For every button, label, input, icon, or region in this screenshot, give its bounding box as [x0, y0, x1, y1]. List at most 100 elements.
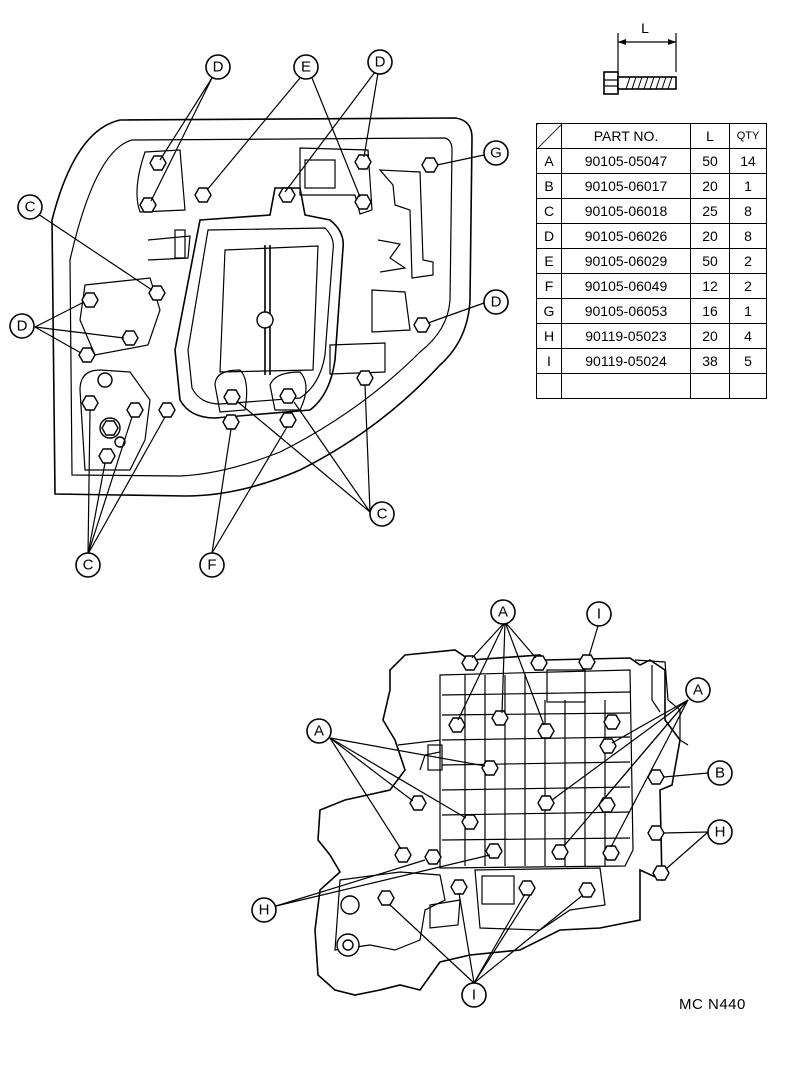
callout-bottom-i2: I: [461, 982, 487, 1008]
table-header-row: PART NO. L QTY: [536, 123, 767, 149]
row-part-no: 90105-06017: [561, 173, 691, 199]
row-key: I: [536, 348, 562, 374]
svg-text:G: G: [490, 145, 502, 162]
row-length: 50: [690, 248, 730, 274]
table-row: B 90105-06017 20 1: [536, 173, 767, 199]
svg-text:A: A: [693, 682, 703, 699]
svg-text:A: A: [498, 604, 508, 621]
empty-cell: [690, 373, 730, 399]
table-row: E 90105-06029 50 2: [536, 248, 767, 274]
svg-text:E: E: [301, 59, 311, 76]
row-part-no: 90105-06049: [561, 273, 691, 299]
header-part-no: PART NO.: [561, 123, 691, 149]
svg-text:D: D: [17, 318, 28, 335]
row-key: H: [536, 323, 562, 349]
svg-text:H: H: [259, 902, 270, 919]
svg-text:D: D: [213, 59, 224, 76]
callout-bottom-a3: A: [306, 718, 332, 744]
row-length: 16: [690, 298, 730, 324]
lower-valve-body: [314, 649, 689, 996]
svg-text:H: H: [715, 824, 726, 841]
row-qty: 1: [729, 173, 767, 199]
row-part-no: 90119-05024: [561, 348, 691, 374]
table-row: D 90105-06026 20 8: [536, 223, 767, 249]
table-row-empty: [536, 373, 767, 399]
row-qty: 8: [729, 198, 767, 224]
row-qty: 5: [729, 348, 767, 374]
callout-bottom-h1: H: [707, 819, 733, 845]
svg-text:I: I: [597, 606, 601, 623]
svg-text:F: F: [207, 557, 216, 574]
svg-text:C: C: [25, 199, 36, 216]
row-length: 20: [690, 223, 730, 249]
header-qty: QTY: [729, 123, 767, 149]
callout-bottom-h2: H: [251, 897, 277, 923]
table-row: H 90119-05023 20 4: [536, 323, 767, 349]
row-qty: 2: [729, 248, 767, 274]
row-key: B: [536, 173, 562, 199]
drawing-code: MC N440: [679, 996, 746, 1013]
dimension-label: L: [641, 20, 649, 36]
row-key: A: [536, 148, 562, 174]
parts-table: PART NO. L QTY A 90105-05047 50 14 B 901…: [536, 123, 767, 399]
table-row: I 90119-05024 38 5: [536, 348, 767, 374]
callout-top-f: F: [199, 552, 225, 578]
svg-text:B: B: [715, 765, 725, 782]
svg-text:C: C: [377, 506, 388, 523]
callout-top-d1: D: [205, 54, 231, 80]
callout-top-c1: C: [17, 194, 43, 220]
svg-text:C: C: [83, 557, 94, 574]
table-row: F 90105-06049 12 2: [536, 273, 767, 299]
row-key: G: [536, 298, 562, 324]
svg-text:I: I: [472, 987, 476, 1004]
row-length: 20: [690, 173, 730, 199]
row-qty: 14: [729, 148, 767, 174]
row-key: E: [536, 248, 562, 274]
callout-top-d4: D: [483, 289, 509, 315]
row-key: C: [536, 198, 562, 224]
table-row: A 90105-05047 50 14: [536, 148, 767, 174]
callout-bottom-b: B: [707, 760, 733, 786]
row-length: 25: [690, 198, 730, 224]
row-key: D: [536, 223, 562, 249]
table-row: G 90105-06053 16 1: [536, 298, 767, 324]
svg-text:D: D: [375, 54, 386, 71]
row-length: 50: [690, 148, 730, 174]
callout-top-g: G: [483, 140, 509, 166]
row-part-no: 90105-06026: [561, 223, 691, 249]
upper-valve-body: [51, 117, 473, 497]
callout-bottom-i1: I: [586, 601, 612, 627]
callout-top-e: E: [293, 54, 319, 80]
row-length: 38: [690, 348, 730, 374]
callout-bottom-a2: A: [685, 677, 711, 703]
row-length: 12: [690, 273, 730, 299]
upper-leader-lines: [34, 71, 485, 555]
row-part-no: 90119-05023: [561, 323, 691, 349]
row-key: F: [536, 273, 562, 299]
callout-top-c3: C: [75, 552, 101, 578]
row-part-no: 90105-05047: [561, 148, 691, 174]
row-part-no: 90105-06053: [561, 298, 691, 324]
svg-text:A: A: [314, 723, 324, 740]
header-corner: [536, 123, 562, 149]
row-qty: 1: [729, 298, 767, 324]
empty-cell: [729, 373, 767, 399]
empty-cell: [536, 373, 562, 399]
bolt-dimension-icon: [603, 33, 677, 95]
svg-text:D: D: [491, 294, 502, 311]
row-length: 20: [690, 323, 730, 349]
callout-top-d3: D: [9, 313, 35, 339]
row-part-no: 90105-06018: [561, 198, 691, 224]
lower-leader-lines: [275, 621, 709, 984]
row-qty: 4: [729, 323, 767, 349]
callout-top-c2: C: [369, 501, 395, 527]
callout-bottom-a1: A: [490, 599, 516, 625]
row-qty: 2: [729, 273, 767, 299]
row-part-no: 90105-06029: [561, 248, 691, 274]
callout-top-d2: D: [367, 49, 393, 75]
empty-cell: [561, 373, 691, 399]
row-qty: 8: [729, 223, 767, 249]
table-row: C 90105-06018 25 8: [536, 198, 767, 224]
header-length: L: [690, 123, 730, 149]
